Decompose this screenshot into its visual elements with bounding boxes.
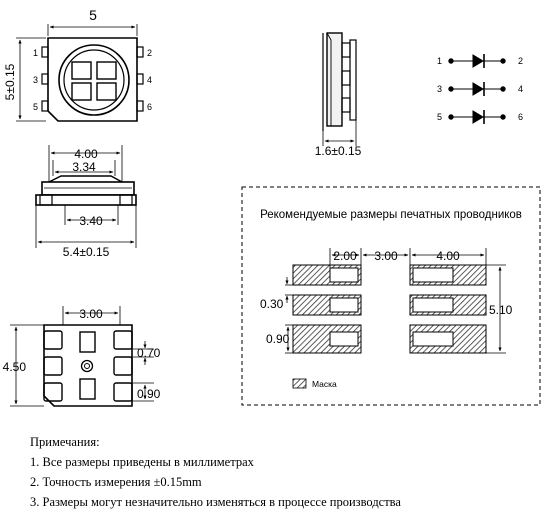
- bottom-height-label: 4.50: [3, 360, 27, 374]
- pcb-dim-height-label: 5.10: [489, 303, 513, 317]
- pin-label-6: 6: [147, 102, 152, 112]
- front-top-inner-label: 3.34: [72, 160, 96, 174]
- schematic-pin-6: 6: [518, 112, 523, 122]
- mask-legend-label: Маска: [312, 379, 337, 389]
- schematic-pin-1: 1: [437, 56, 442, 66]
- notes-block: Примечания: 1. Все размеры приведены в м…: [30, 432, 550, 512]
- mask-legend-swatch: [292, 378, 307, 389]
- front-view: [35, 145, 137, 248]
- top-height-label: 5±0.15: [3, 63, 17, 100]
- schematic-pin-3: 3: [437, 84, 442, 94]
- pcb-dim-left-label: 2.00: [333, 249, 357, 263]
- front-top-outer-label: 4.00: [74, 147, 98, 161]
- bottom-width-label: 3.00: [79, 307, 103, 321]
- schematic-pin-2: 2: [518, 56, 523, 66]
- side-height-label: 1.6±0.15: [315, 144, 362, 158]
- pin-label-3: 3: [33, 75, 38, 85]
- die-pad-bottom-right: [96, 82, 117, 101]
- bottom-pad-height-label: 0.90: [137, 387, 161, 401]
- diode-row-2: [448, 82, 506, 96]
- side-view: [322, 32, 357, 146]
- schematic-pin-5: 5: [437, 112, 442, 122]
- diode-row-1: [448, 54, 506, 68]
- pcb-title: Рекомендуемые размеры печатных проводник…: [260, 209, 522, 221]
- notes-heading: Примечания:: [30, 435, 100, 449]
- die-pad-bottom-left: [71, 82, 92, 101]
- pcb-footprint: [285, 248, 506, 354]
- package-body-outline: [47, 37, 138, 122]
- lens-outer-ring: [58, 44, 130, 116]
- bottom-view: [10, 306, 154, 407]
- pin-label-4: 4: [147, 75, 152, 85]
- pcb-dim-pad-label: 0.90: [266, 332, 290, 346]
- die-pad-top-right: [96, 61, 117, 80]
- top-view: [16, 24, 144, 122]
- pcb-dim-gap-label: 0.30: [260, 297, 284, 311]
- front-bottom-inner-label: 3.40: [79, 214, 103, 228]
- diode-row-3: [448, 110, 506, 124]
- die-pad-top-left: [71, 61, 92, 80]
- top-width-label: 5: [89, 7, 97, 23]
- pin-label-2: 2: [147, 48, 152, 58]
- led-schematic: [448, 54, 506, 124]
- lens-inner-ring: [63, 49, 125, 111]
- pin-label-5: 5: [33, 102, 38, 112]
- schematic-pin-4: 4: [518, 84, 523, 94]
- pcb-dim-center-label: 3.00: [374, 249, 398, 263]
- note-item-2: 2. Точность измерения ±0.15mm: [30, 475, 202, 489]
- bottom-pad-gap-label: 0.70: [137, 346, 161, 360]
- pcb-dim-right-label: 4.00: [436, 249, 460, 263]
- note-item-1: 1. Все размеры приведены в миллиметрах: [30, 455, 254, 469]
- pin-label-1: 1: [33, 48, 38, 58]
- pcb-frame: [241, 186, 541, 406]
- front-overall-label: 5.4±0.15: [63, 245, 110, 259]
- note-item-3: 3. Размеры могут незначительно изменятьс…: [30, 495, 401, 509]
